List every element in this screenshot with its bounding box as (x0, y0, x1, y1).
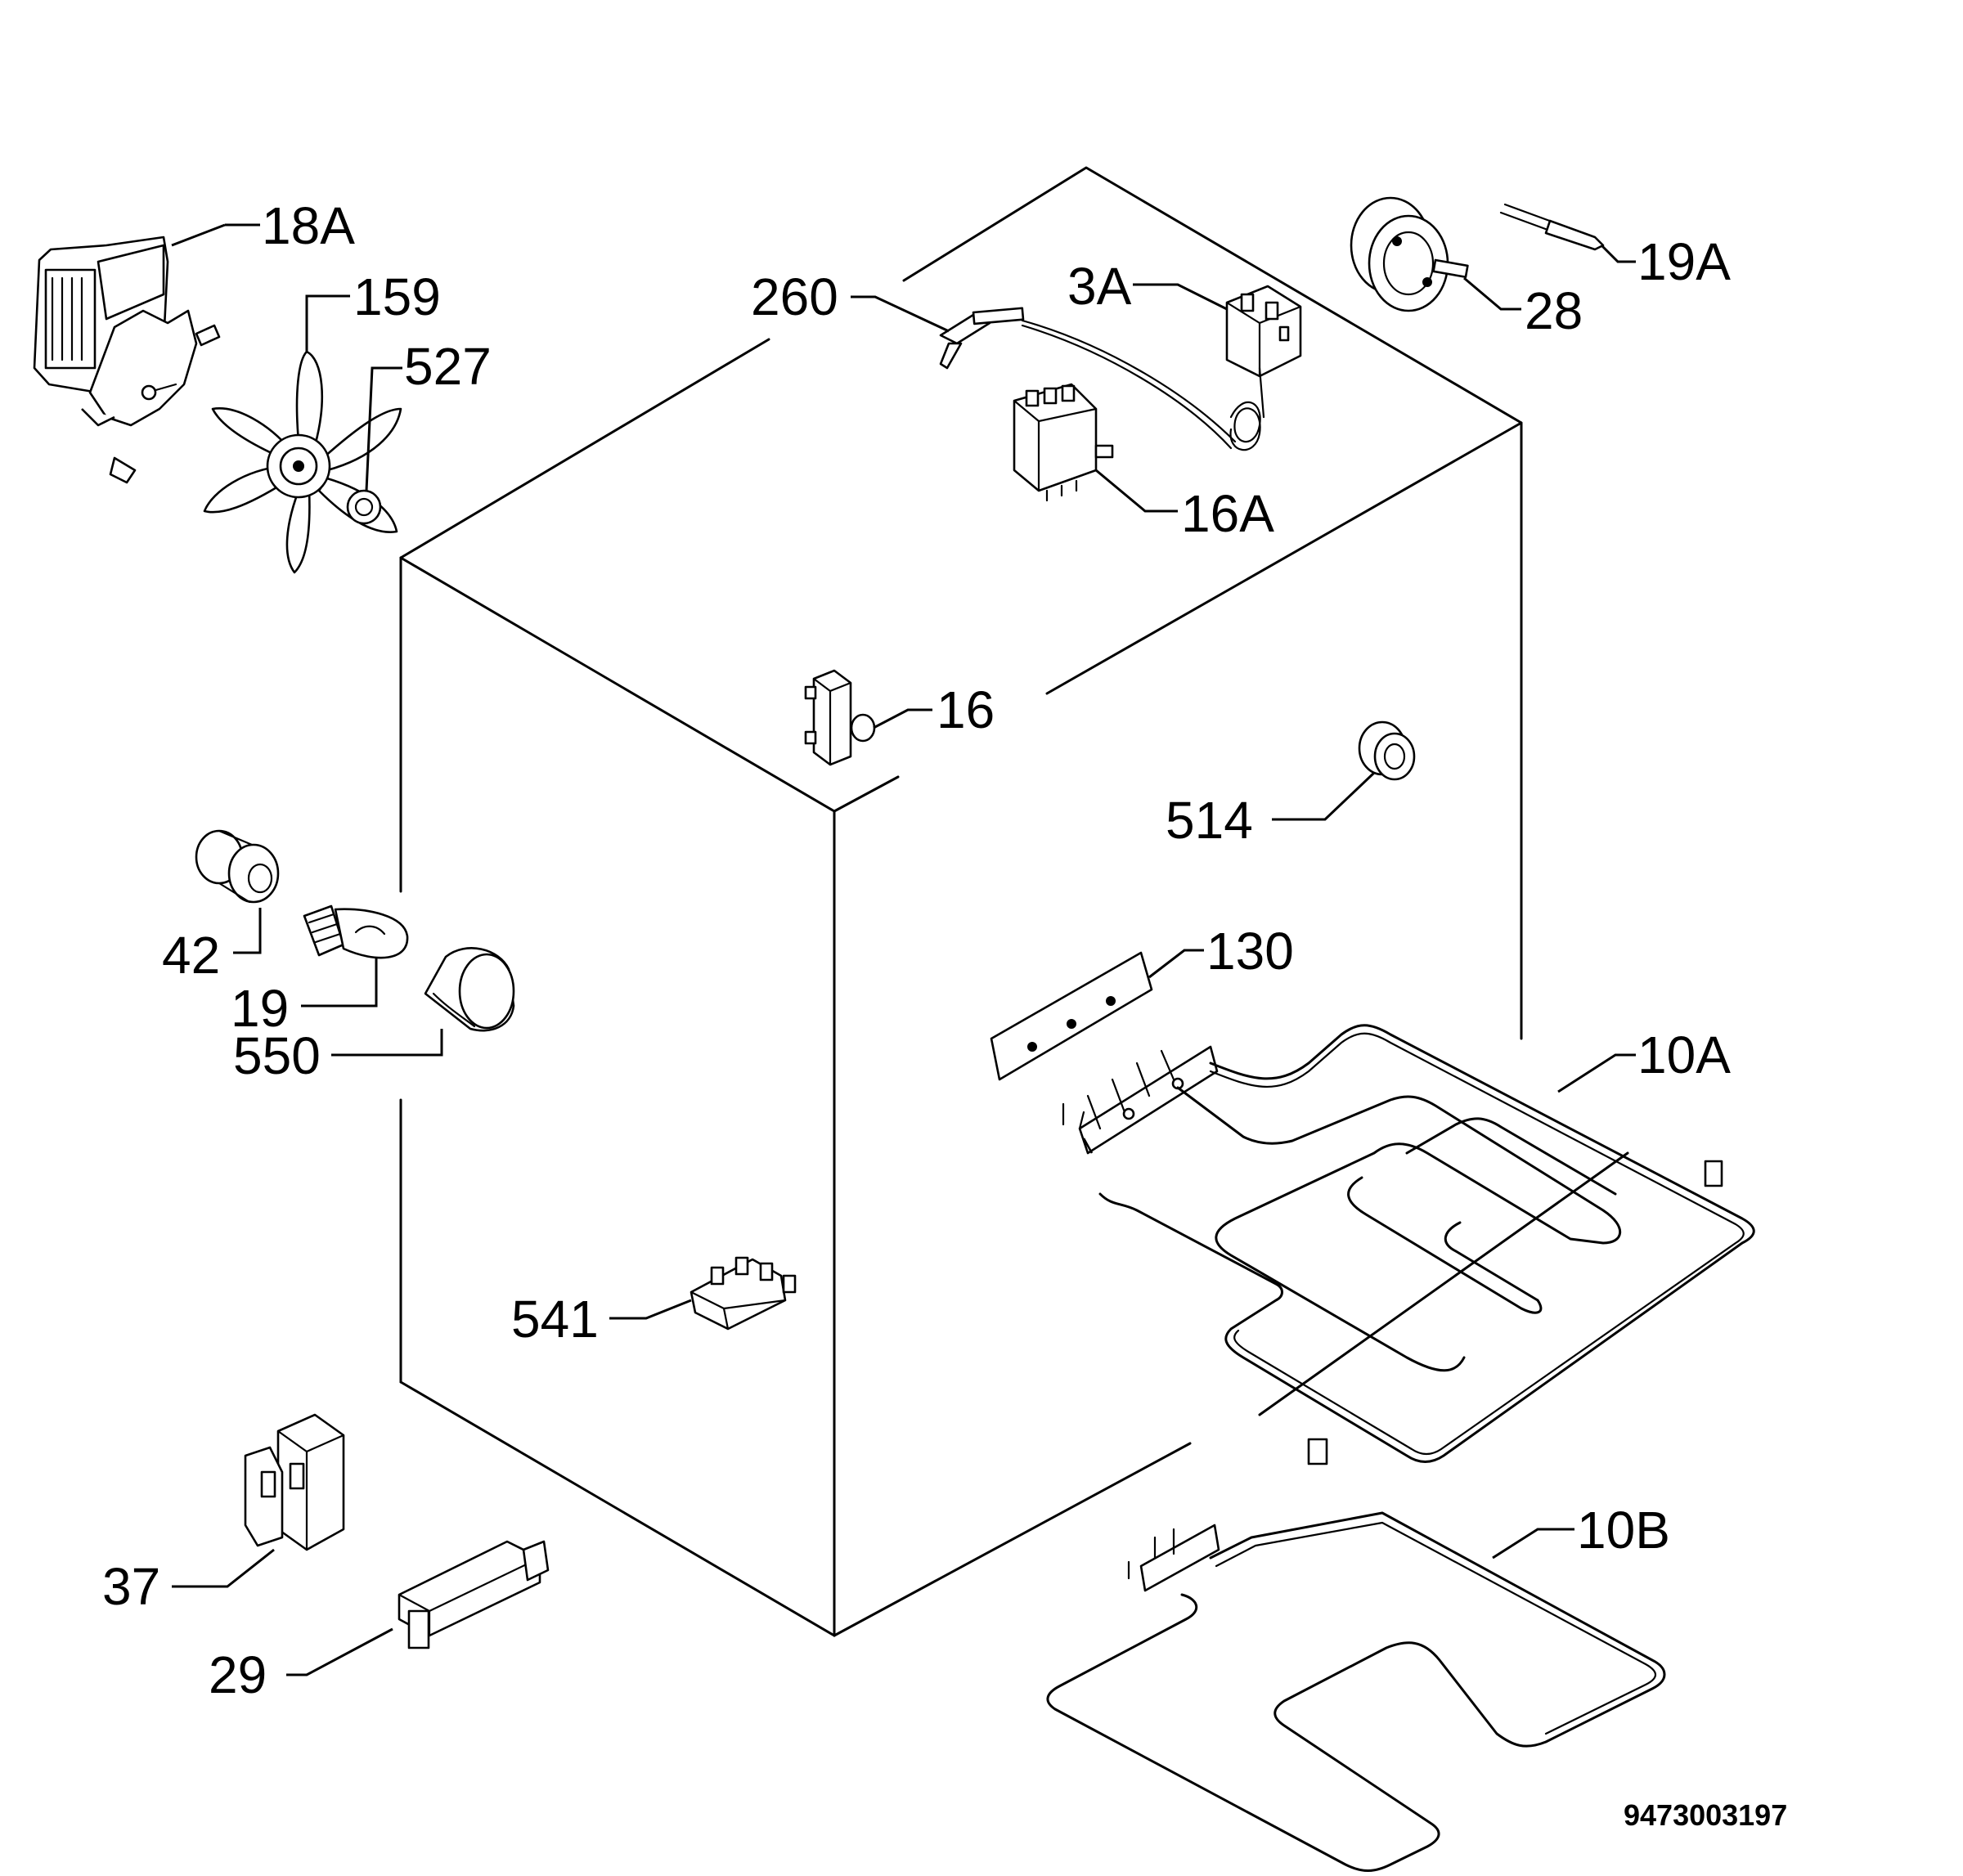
sensor-probe-part: 19A (1499, 203, 1731, 291)
terminal-block-part: 541 (511, 1256, 797, 1349)
label-527: 527 (404, 337, 492, 396)
label-3a: 3A (1067, 257, 1132, 316)
fan-nut-part: 527 (346, 337, 492, 525)
fan-blade-part: 159 (203, 267, 441, 574)
label-28: 28 (1525, 281, 1583, 340)
drawing-number: 9473003197 (1624, 1798, 1787, 1832)
label-541: 541 (511, 1290, 599, 1349)
label-37: 37 (102, 1557, 160, 1616)
label-16a: 16A (1181, 484, 1274, 543)
label-19: 19 (231, 979, 289, 1038)
label-42: 42 (162, 926, 220, 985)
terminal-strip-part: 130 (990, 922, 1294, 1081)
thermostat-part: 3A (1067, 257, 1302, 451)
timer-part: 28 (1350, 196, 1583, 340)
lamp-bulb-part: 19 (231, 904, 409, 1038)
label-130: 130 (1206, 922, 1294, 981)
latch-block-part: 29 (209, 1540, 550, 1704)
label-16: 16 (937, 680, 995, 739)
thermostat-probe-part: 260 (751, 267, 1237, 450)
indicator-switch-part: 16 (804, 669, 995, 766)
oven-cabinet-outline (399, 166, 1523, 1637)
bottom-element-part: 10B (1046, 1501, 1670, 1872)
lamp-cover-part: 550 (233, 947, 515, 1085)
label-18a: 18A (262, 196, 355, 255)
lamp-holder-part: 514 (1166, 720, 1416, 850)
label-19a: 19A (1637, 232, 1731, 291)
label-550: 550 (233, 1026, 321, 1085)
label-514: 514 (1166, 791, 1253, 850)
lamp-socket-part: 42 (162, 829, 280, 985)
fan-motor-part: 18A (33, 196, 355, 484)
label-260: 260 (751, 267, 838, 326)
label-10b: 10B (1577, 1501, 1670, 1560)
label-159: 159 (353, 267, 441, 326)
selector-switch-part: 16A (1013, 383, 1274, 543)
grill-element-part: 10A (1062, 1024, 1755, 1465)
label-10a: 10A (1637, 1026, 1731, 1084)
door-switch-part: 37 (102, 1413, 345, 1616)
label-29: 29 (209, 1645, 267, 1704)
